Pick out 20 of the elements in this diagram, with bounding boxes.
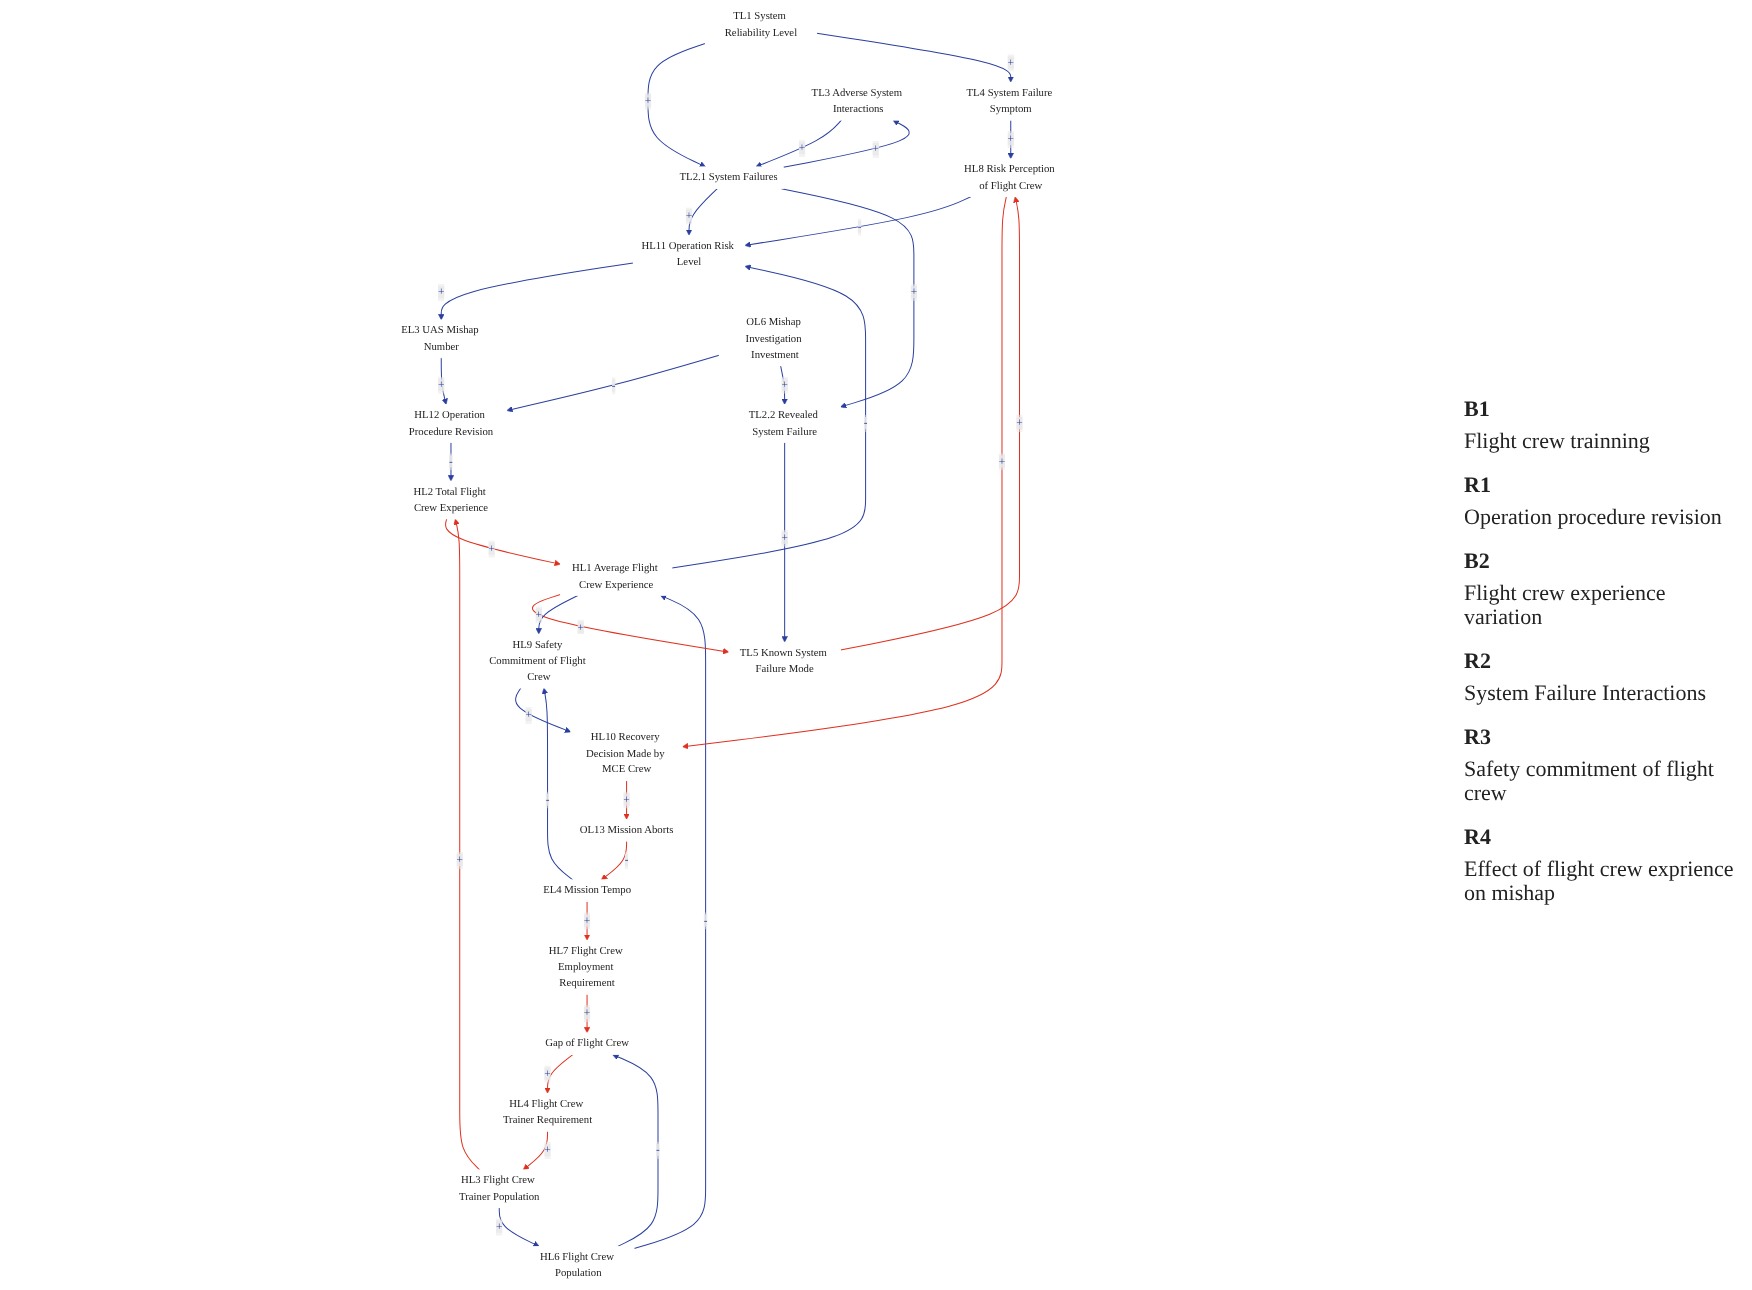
arrow xyxy=(647,43,706,168)
loop-marker: R1 xyxy=(1464,473,1493,497)
loop-caption: Safety commitment of flight crew xyxy=(1464,757,1716,805)
arrow xyxy=(782,119,910,168)
loop-marker: R4 xyxy=(1464,825,1493,849)
arrow xyxy=(515,687,572,733)
arrow xyxy=(744,196,972,248)
loop-marker: R2 xyxy=(1464,649,1493,673)
loop-caption: Operation procedure revision xyxy=(1464,505,1724,529)
arrow xyxy=(839,196,1020,651)
loop-caption: Flight crew trainning xyxy=(1464,429,1652,453)
loop-caption: System Failure Interactions xyxy=(1464,681,1708,705)
loop-caption: Flight crew experience variation xyxy=(1464,581,1668,629)
arrow xyxy=(506,354,720,413)
arrow xyxy=(755,119,842,168)
loop-marker: B2 xyxy=(1464,549,1492,573)
loop-caption: Effect of flight crew exprience on mishap xyxy=(1464,857,1736,905)
loop-marker: R3 xyxy=(1464,725,1493,749)
loop-marker: B1 xyxy=(1464,397,1492,421)
arrow xyxy=(445,518,561,567)
